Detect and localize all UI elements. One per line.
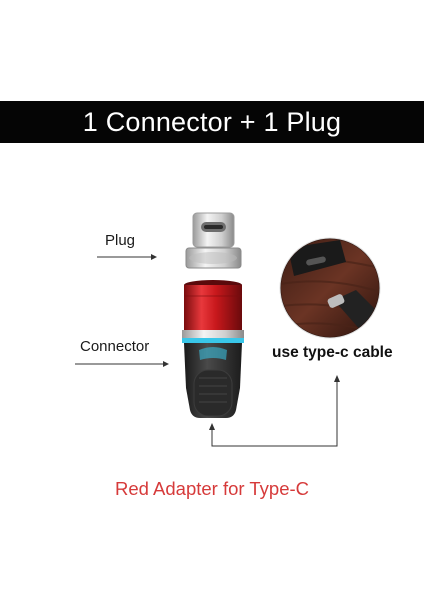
connector-label: Connector <box>80 338 150 355</box>
title-banner: 1 Connector + 1 Plug <box>0 101 424 143</box>
type-c-plug-icon <box>185 212 242 269</box>
connection-line <box>209 375 340 447</box>
type-c-cable-photo-icon <box>279 237 381 339</box>
cable-label: use type-c cable <box>272 344 393 361</box>
banner-title: 1 Connector + 1 Plug <box>82 107 342 137</box>
connector-arrow-icon <box>75 361 169 367</box>
red-adapter-icon <box>182 280 244 418</box>
plug-arrow-icon <box>97 254 157 260</box>
plug-label: Plug <box>105 232 136 249</box>
product-caption: Red Adapter for Type-C <box>114 478 309 499</box>
